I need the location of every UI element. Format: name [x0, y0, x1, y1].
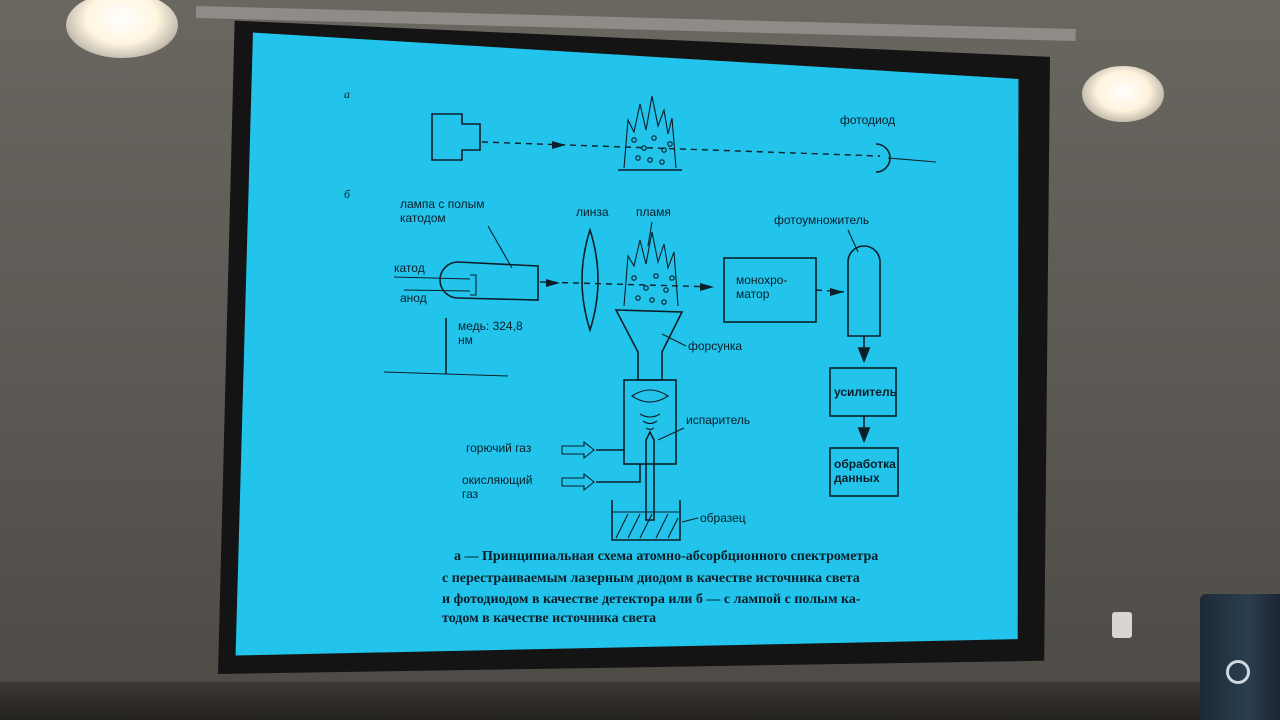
beam-arrow-b2 — [700, 283, 714, 291]
fuel-gas-arrow-icon — [561, 440, 595, 460]
laser-diode-icon — [431, 113, 481, 161]
caption-line-2: с перестраиваемым лазерным диодом в каче… — [442, 571, 860, 586]
beam-path-a — [481, 141, 881, 157]
copper-label-line2: нм — [458, 333, 473, 347]
lamp-label-line2: катодом — [400, 211, 446, 225]
oxidizer-pipe — [596, 464, 641, 483]
data-processing-box: обработка данных — [829, 447, 899, 497]
data-processing-label-line1: обработка — [834, 457, 896, 471]
caption-line-3: и фотодиодом в качестве детектора или б … — [442, 592, 861, 607]
lens-label: линза — [576, 205, 609, 219]
evaporator-chamber-icon — [623, 379, 677, 521]
figure-caption: а — Принципиальная схема атомно-абсорбци… — [442, 549, 878, 626]
cabinet-power-icon — [1226, 660, 1250, 684]
caption-line-1: а — Принципиальная схема атомно-абсорбци… — [454, 549, 878, 564]
flame-icon-b — [623, 231, 679, 307]
monochromator-box: монохро- матор — [723, 257, 817, 323]
beam-path-b1 — [539, 281, 717, 288]
oxidizer-label-line2: газ — [462, 487, 479, 501]
photodiode-label: фотодиод — [840, 113, 895, 127]
beam-arrow-b1 — [546, 279, 560, 287]
part-b-label: б — [344, 187, 351, 201]
ceiling-lamp-left — [66, 0, 178, 58]
evaporator-leader-line — [657, 427, 685, 441]
flame-icon-a — [618, 95, 682, 171]
flame-label: пламя — [636, 205, 671, 219]
copper-emission-line-icon — [383, 318, 509, 377]
caption-line-4: тодом в качестве источника света — [442, 611, 656, 626]
lamp-label-line1: лампа с полым — [400, 197, 485, 211]
copper-label-line1: медь: 324,8 — [458, 319, 523, 333]
oxidizer-arrow-icon — [561, 472, 595, 492]
monochromator-label-line2: матор — [736, 287, 770, 301]
data-processing-label-line2: данных — [834, 471, 880, 485]
beam-arrow-b3 — [830, 288, 844, 296]
amplifier-label: усилитель — [834, 385, 897, 399]
fuel-gas-label: горючий газ — [466, 441, 532, 455]
cathode-label: катод — [394, 261, 425, 275]
photomultiplier-label: фотоумножитель — [774, 213, 869, 227]
floor-strip — [0, 682, 1280, 720]
flame-leader-line — [647, 221, 653, 247]
sample-label: образец — [700, 511, 746, 525]
monochromator-label-line1: монохро- — [736, 273, 787, 287]
amplifier-box: усилитель — [829, 367, 897, 417]
part-a-label: а — [344, 87, 350, 101]
sample-leader-line — [681, 517, 699, 523]
sample-beaker-icon — [611, 500, 681, 541]
hollow-cathode-lamp-icon — [393, 261, 539, 301]
oxidizer-label-line1: окисляющий — [462, 473, 532, 487]
nebulizer-label: форсунка — [688, 339, 742, 353]
lamp-leader-line — [487, 225, 513, 269]
nebulizer-icon — [614, 309, 684, 381]
lens-icon — [581, 227, 599, 333]
nebulizer-leader-line — [661, 333, 687, 347]
anode-label: анод — [400, 291, 427, 305]
ceiling-lamp-right — [1082, 66, 1164, 122]
wall-socket — [1112, 612, 1132, 638]
photodiode-icon — [875, 143, 937, 173]
photomultiplier-icon — [847, 245, 881, 337]
cabinet — [1200, 594, 1280, 720]
evaporator-label: испаритель — [686, 413, 750, 427]
beam-arrow-a — [552, 141, 566, 149]
